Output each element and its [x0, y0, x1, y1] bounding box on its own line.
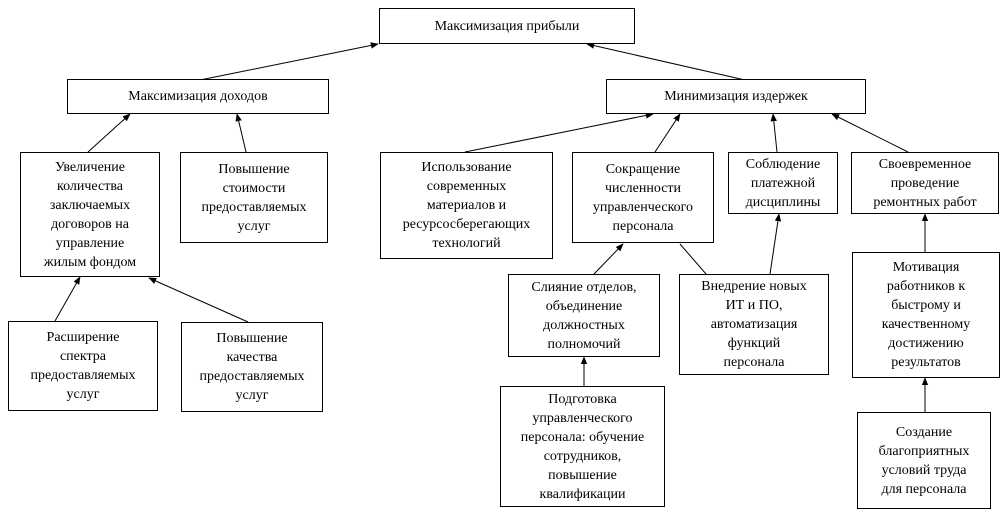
arrow-cost-to-income — [235, 113, 247, 153]
arrow-staff-to-costs — [654, 113, 681, 153]
node-motivation-label: Мотивация работников к быстрому и качест… — [881, 260, 971, 370]
link-it-to-staff — [679, 243, 707, 275]
node-max-income: Максимизация доходов — [67, 79, 329, 114]
arrow-quality-to-contracts — [148, 277, 249, 323]
node-payment-discipline: Соблюдение платежной дисциплины — [728, 152, 838, 214]
node-improve-quality-label: Повышение качества предоставляемых услуг — [199, 331, 305, 403]
node-timely-repairs-label: Своевременное проведение ремонтных работ — [873, 156, 977, 210]
arrow-it-to-payment — [769, 213, 782, 275]
node-timely-repairs: Своевременное проведение ремонтных работ — [851, 152, 999, 214]
node-reduce-staff-label: Сокращение численности управленческого п… — [592, 161, 694, 234]
node-min-costs: Минимизация издержек — [606, 79, 866, 114]
node-motivation: Мотивация работников к быстрому и качест… — [852, 252, 1000, 378]
arrow-payment-to-costs — [770, 113, 778, 153]
arrow-expand-to-contracts — [54, 276, 81, 322]
arrow-tech-to-costs — [464, 112, 654, 153]
node-merge-departments: Слияние отделов, объединение должностных… — [508, 274, 660, 357]
node-staff-training-label: Подготовка управленческого персонала: об… — [520, 391, 645, 502]
node-payment-discipline-label: Соблюдение платежной дисциплины — [745, 156, 821, 210]
node-increase-contracts-label: Увеличение количества заключаемых догово… — [43, 159, 137, 270]
node-expand-services-label: Расширение спектра предоставляемых услуг — [30, 330, 136, 402]
node-merge-departments-label: Слияние отделов, объединение должностных… — [531, 279, 637, 352]
node-max-profit: Максимизация прибыли — [379, 8, 635, 44]
node-modern-tech: Использование современных материалов и р… — [380, 152, 553, 259]
node-reduce-staff: Сокращение численности управленческого п… — [572, 152, 714, 243]
arrow-income-to-profit — [199, 42, 379, 81]
node-new-it-label: Внедрение новых ИТ и ПО, автоматизация ф… — [701, 279, 807, 370]
arrow-merge-to-staff — [593, 243, 624, 275]
node-expand-services: Расширение спектра предоставляемых услуг — [8, 321, 158, 411]
node-modern-tech-label: Использование современных материалов и р… — [402, 160, 531, 251]
arrow-repairs-to-costs — [831, 113, 909, 153]
node-work-conditions: Создание благоприятных условий труда для… — [857, 412, 991, 509]
node-raise-cost-label: Повышение стоимости предоставляемых услу… — [201, 161, 307, 234]
node-max-profit-label: Максимизация прибыли — [434, 18, 580, 34]
node-min-costs-label: Минимизация издержек — [664, 89, 808, 104]
arrow-costs-to-profit — [586, 42, 746, 81]
arrow-contracts-to-income — [87, 113, 131, 153]
node-work-conditions-label: Создание благоприятных условий труда для… — [878, 424, 970, 497]
node-raise-cost: Повышение стоимости предоставляемых услу… — [180, 152, 328, 243]
node-max-income-label: Максимизация доходов — [128, 89, 268, 104]
node-new-it: Внедрение новых ИТ и ПО, автоматизация ф… — [679, 274, 829, 375]
node-staff-training: Подготовка управленческого персонала: об… — [500, 386, 665, 507]
node-increase-contracts: Увеличение количества заключаемых догово… — [20, 152, 160, 277]
node-improve-quality: Повышение качества предоставляемых услуг — [181, 322, 323, 412]
